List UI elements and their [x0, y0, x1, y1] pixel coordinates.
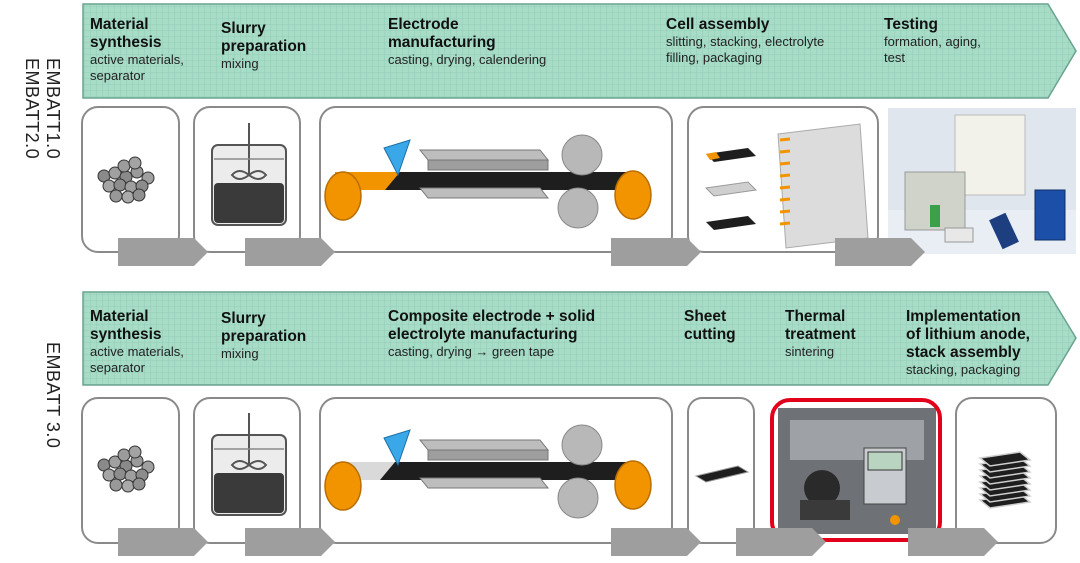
- stage-title: preparation: [221, 38, 307, 55]
- stage-title: stack assembly: [906, 344, 1021, 361]
- stage-implementation-lithium-anode: Implementation of lithium anode, stack a…: [906, 308, 1030, 378]
- stage-sheet-cutting: Sheet cutting: [684, 308, 736, 344]
- stage-title: synthesis: [90, 34, 162, 51]
- stage-subtitle: test: [884, 50, 905, 65]
- stage-title: cutting: [684, 326, 736, 343]
- stage-title: of lithium anode,: [906, 326, 1030, 343]
- stage-subtitle: slitting, stacking, electrolyte: [666, 34, 825, 49]
- stage-title: Implementation: [906, 308, 1021, 325]
- stage-testing: Testing formation, aging, test: [884, 16, 981, 66]
- stage-subtitle: mixing: [221, 346, 259, 361]
- stage-material-synthesis-2: Material synthesis active materials, sep…: [90, 308, 184, 376]
- flow-arrow-icon: [118, 528, 208, 556]
- stage-title: electrolyte manufacturing: [388, 326, 578, 343]
- stage-subtitle: active materials,: [90, 344, 184, 359]
- sintering-furnace-photo: [778, 408, 936, 534]
- stage-title: treatment: [785, 326, 856, 343]
- stage-title: synthesis: [90, 326, 162, 343]
- flow-arrow-icon: [611, 238, 701, 266]
- stage-title: Testing: [884, 16, 938, 33]
- stage-subtitle: separator: [90, 68, 145, 83]
- stage-title: Material: [90, 16, 149, 33]
- stage-slurry-preparation-2: Slurry preparation mixing: [221, 310, 306, 362]
- stage-title: Sheet: [684, 308, 727, 325]
- stage-subtitle: casting, drying, calendering: [388, 52, 547, 67]
- casting-line-icon: [324, 134, 652, 229]
- flow-arrow-icon: [908, 528, 998, 556]
- battery-cells-photo: [888, 108, 1076, 254]
- stage-electrode-manufacturing: Electrode manufacturing casting, drying,…: [388, 16, 546, 68]
- stage-title: Thermal: [785, 308, 846, 325]
- flow-arrow-icon: [736, 528, 826, 556]
- stage-title: manufacturing: [388, 34, 496, 51]
- banner-row2: [82, 291, 1077, 386]
- stage-title: Cell assembly: [666, 16, 770, 33]
- electrode-stack-icon: [704, 123, 869, 249]
- stage-thermal-treatment: Thermal treatment sintering: [785, 308, 856, 360]
- stage-subtitle: casting, drying → green tape: [388, 344, 555, 359]
- sheet-icon: [694, 465, 750, 483]
- stage-subtitle: formation, aging,: [884, 34, 981, 49]
- stage-subtitle: filling, packaging: [666, 50, 763, 65]
- flow-arrow-icon: [835, 238, 925, 266]
- stage-material-synthesis-1: Material synthesis active materials, sep…: [90, 16, 184, 84]
- stage-subtitle: mixing: [221, 56, 259, 71]
- stage-title: Electrode: [388, 16, 459, 33]
- stage-cell-assembly: Cell assembly slitting, stacking, electr…: [666, 16, 824, 66]
- flow-arrow-icon: [245, 238, 335, 266]
- stage-composite-electrode: Composite electrode + solid electrolyte …: [388, 308, 595, 360]
- cell-stack-icon: [978, 451, 1032, 509]
- stage-title: preparation: [221, 328, 307, 345]
- stage-slurry-preparation-1: Slurry preparation mixing: [221, 20, 306, 72]
- flow-arrow-icon: [245, 528, 335, 556]
- stage-subtitle: stacking, packaging: [906, 362, 1021, 377]
- stage-title: Slurry: [221, 310, 266, 327]
- flow-arrow-icon: [611, 528, 701, 556]
- stage-title: Composite electrode + solid: [388, 308, 596, 325]
- banner-row1: [82, 3, 1077, 99]
- stage-title: Slurry: [221, 20, 266, 37]
- casting-line-icon-2: [324, 424, 652, 519]
- stage-subtitle: separator: [90, 360, 145, 375]
- stage-subtitle: active materials,: [90, 52, 184, 67]
- highlight-thermal-treatment: [770, 398, 942, 542]
- stage-title: Material: [90, 308, 149, 325]
- stage-subtitle: sintering: [785, 344, 835, 359]
- flow-arrow-icon: [118, 238, 208, 266]
